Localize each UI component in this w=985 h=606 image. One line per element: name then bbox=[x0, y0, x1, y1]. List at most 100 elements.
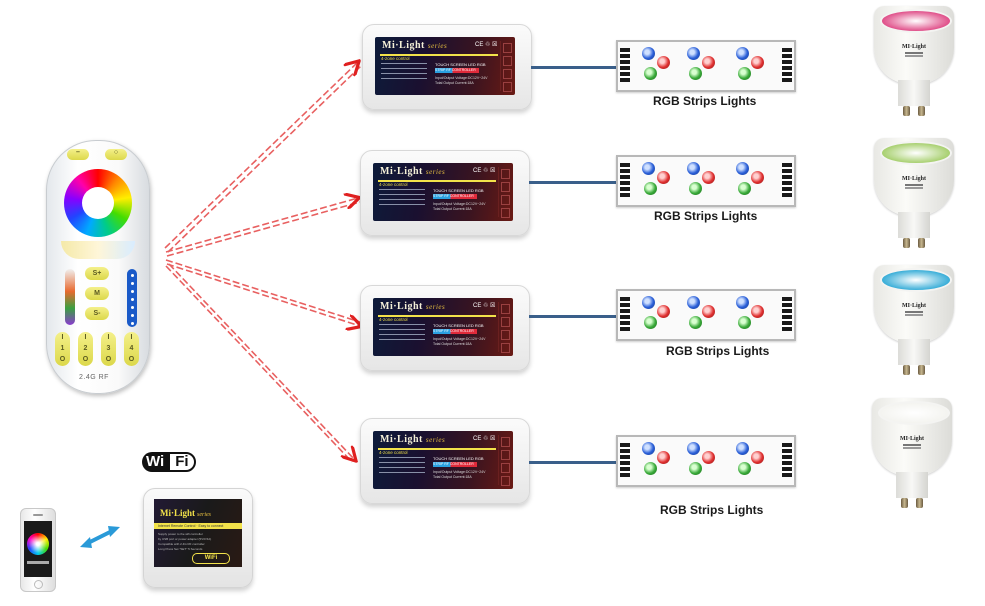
app-brightness-bar bbox=[27, 561, 49, 564]
wifi-brand: Mi·Light bbox=[160, 508, 196, 518]
output-terminals bbox=[498, 167, 510, 218]
touch-label: TOUCH SCREEN LED RGB bbox=[433, 323, 484, 328]
accent-bar bbox=[378, 448, 496, 450]
controller-brand: Mi·Light bbox=[380, 434, 423, 445]
bulb-logo: MI·Light bbox=[900, 436, 925, 442]
strip-connector bbox=[620, 48, 630, 82]
led-red bbox=[657, 56, 670, 69]
remote-btn-on[interactable]: ○ bbox=[105, 149, 127, 160]
arrow-to-controller-1 bbox=[164, 62, 363, 253]
rgb-strip-4 bbox=[616, 435, 796, 487]
strip-connector bbox=[620, 163, 630, 197]
cable-2 bbox=[529, 181, 616, 184]
controller-tag: STRIP RF CONTROLLER bbox=[433, 462, 477, 467]
strip-connector bbox=[782, 297, 792, 331]
bulb-lens bbox=[880, 141, 952, 165]
strip-label-4: RGB Strips Lights bbox=[660, 503, 764, 517]
remote-btn-speed-down[interactable]: S- bbox=[85, 307, 109, 320]
arrow-to-controller-4 bbox=[165, 263, 355, 462]
bulb-lens bbox=[880, 268, 952, 292]
remote-zone-1[interactable]: I 1 O bbox=[55, 332, 70, 366]
feature-list bbox=[379, 324, 425, 344]
zone-on-label: I bbox=[61, 334, 64, 341]
led-blue bbox=[736, 296, 749, 309]
strip-connector bbox=[620, 443, 630, 477]
wifi-badge: WiFi bbox=[192, 553, 230, 564]
led-red bbox=[657, 451, 670, 464]
zone-off-label: O bbox=[128, 356, 135, 363]
wifi-logo-fi: Fi bbox=[168, 452, 196, 472]
led-red bbox=[751, 451, 764, 464]
led-blue bbox=[642, 442, 655, 455]
phone-speaker bbox=[33, 514, 43, 516]
wifi-logo-wi: Wi bbox=[142, 452, 169, 472]
touch-label: TOUCH SCREEN LED RGB bbox=[433, 188, 484, 193]
controller-tag: STRIP RF CONTROLLER bbox=[433, 194, 477, 199]
remote-zone-4[interactable]: I 4 O bbox=[124, 332, 139, 366]
wifi-tagline: Internet Remote Control · Easy to connec… bbox=[154, 523, 242, 529]
led-red bbox=[751, 305, 764, 318]
led-green bbox=[738, 67, 751, 80]
remote-btn-off[interactable]: – bbox=[67, 149, 89, 160]
zone-label: 4-zone control bbox=[379, 317, 408, 322]
zone-number: 3 bbox=[106, 345, 111, 352]
led-green bbox=[738, 316, 751, 329]
remote-btn-speed-up[interactable]: S+ bbox=[85, 267, 109, 280]
rf-remote: – ○ S+ M S- I 1 O I 2 O I 3 O I 4 O 2.4G… bbox=[46, 140, 150, 394]
rf-label: 2.4G RF bbox=[79, 374, 109, 381]
certification-marks: CE ♲ ☒ bbox=[473, 436, 496, 442]
led-blue bbox=[736, 442, 749, 455]
cable-3 bbox=[529, 315, 616, 318]
led-blue bbox=[736, 162, 749, 175]
controller-brand: Mi·Light bbox=[380, 301, 423, 312]
brightness-slider[interactable] bbox=[127, 269, 137, 327]
led-blue bbox=[642, 47, 655, 60]
bulb-logo: MI·Light bbox=[902, 176, 927, 182]
phone-screen bbox=[24, 521, 52, 577]
zone-on-label: I bbox=[84, 334, 87, 341]
strip-label-1: RGB Strips Lights bbox=[653, 94, 757, 108]
remote-btn-mode[interactable]: M bbox=[85, 287, 109, 300]
accent-bar bbox=[378, 315, 496, 317]
strip-label-2: RGB Strips Lights bbox=[654, 209, 758, 223]
certification-marks: CE ♲ ☒ bbox=[473, 303, 496, 309]
color-wheel[interactable] bbox=[64, 169, 132, 237]
zone-on-label: I bbox=[130, 334, 133, 341]
bulb-lens bbox=[880, 9, 952, 33]
controller-series: series bbox=[425, 168, 446, 176]
led-green bbox=[644, 67, 657, 80]
controller-tag: STRIP RF CONTROLLER bbox=[435, 68, 479, 73]
led-green bbox=[644, 316, 657, 329]
led-green bbox=[738, 182, 751, 195]
led-blue bbox=[687, 442, 700, 455]
saturation-slider[interactable] bbox=[65, 269, 75, 325]
bulb-logo: MI·Light bbox=[902, 303, 927, 309]
strip-label-3: RGB Strips Lights bbox=[666, 344, 770, 358]
led-red bbox=[702, 56, 715, 69]
white-temperature-slider[interactable] bbox=[61, 241, 135, 259]
feature-list bbox=[381, 63, 427, 83]
led-green bbox=[738, 462, 751, 475]
controller-brand: Mi·Light bbox=[380, 166, 423, 177]
arrow-to-controller-2 bbox=[165, 198, 360, 257]
remote-zone-2[interactable]: I 2 O bbox=[78, 332, 93, 366]
strip-connector bbox=[620, 297, 630, 331]
remote-zone-3[interactable]: I 3 O bbox=[101, 332, 116, 366]
led-blue bbox=[687, 296, 700, 309]
strip-connector bbox=[782, 443, 792, 477]
sun-icon bbox=[130, 274, 134, 277]
output-terminals bbox=[498, 302, 510, 353]
zone-label: 4-zone control bbox=[379, 182, 408, 187]
led-blue bbox=[687, 162, 700, 175]
led-red bbox=[702, 305, 715, 318]
zone-number: 4 bbox=[129, 345, 134, 352]
double-arrow-icon bbox=[80, 526, 120, 548]
led-green bbox=[689, 67, 702, 80]
led-blue bbox=[687, 47, 700, 60]
zone-label: 4-zone control bbox=[381, 56, 410, 61]
